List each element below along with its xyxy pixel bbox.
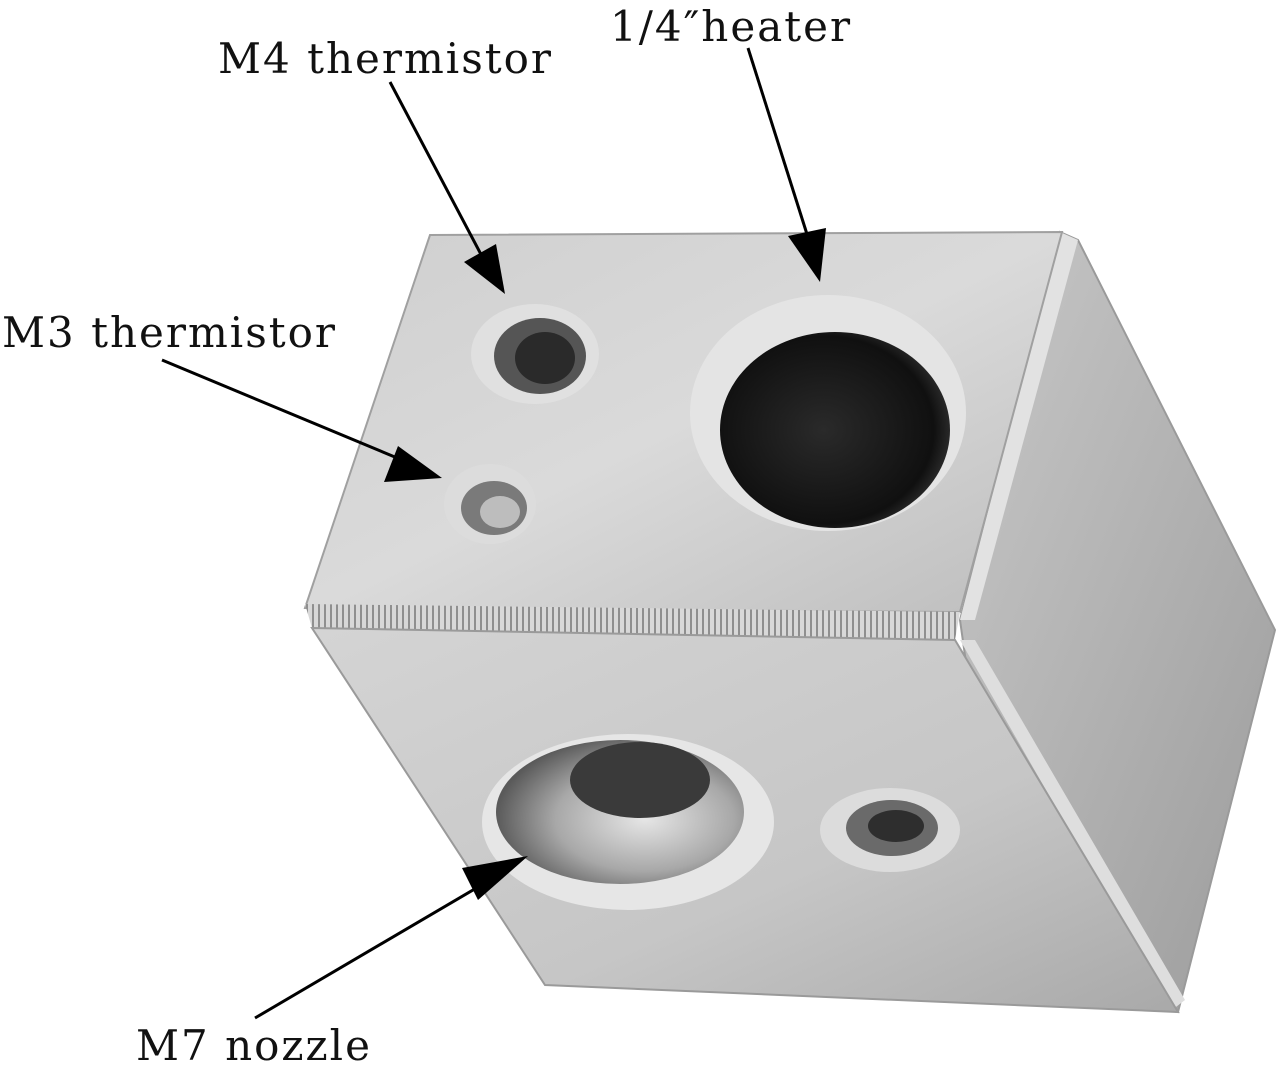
m7-nozzle-arrow (254, 856, 528, 1020)
nozzle-hole (482, 734, 774, 910)
block-side-lower-chamfer (960, 640, 1185, 1010)
heater-label: 1/4″heater (610, 2, 853, 51)
block-side-chamfer (960, 232, 1078, 620)
heater-arrow (746, 47, 826, 282)
m7-nozzle-label: M7 nozzle (136, 1021, 372, 1070)
block-knurled-edge (305, 604, 960, 640)
m4-thermistor-hole (471, 304, 599, 404)
heater-hole (690, 295, 966, 531)
m4-thermistor-label: M4 thermistor (218, 34, 553, 83)
m3-thermistor-arrow (161, 358, 442, 482)
m4-thermistor-arrow (388, 81, 505, 294)
m3-thermistor-label: M3 thermistor (2, 308, 337, 357)
front-threaded-hole (820, 788, 960, 872)
m3-thermistor-hole (444, 464, 536, 544)
